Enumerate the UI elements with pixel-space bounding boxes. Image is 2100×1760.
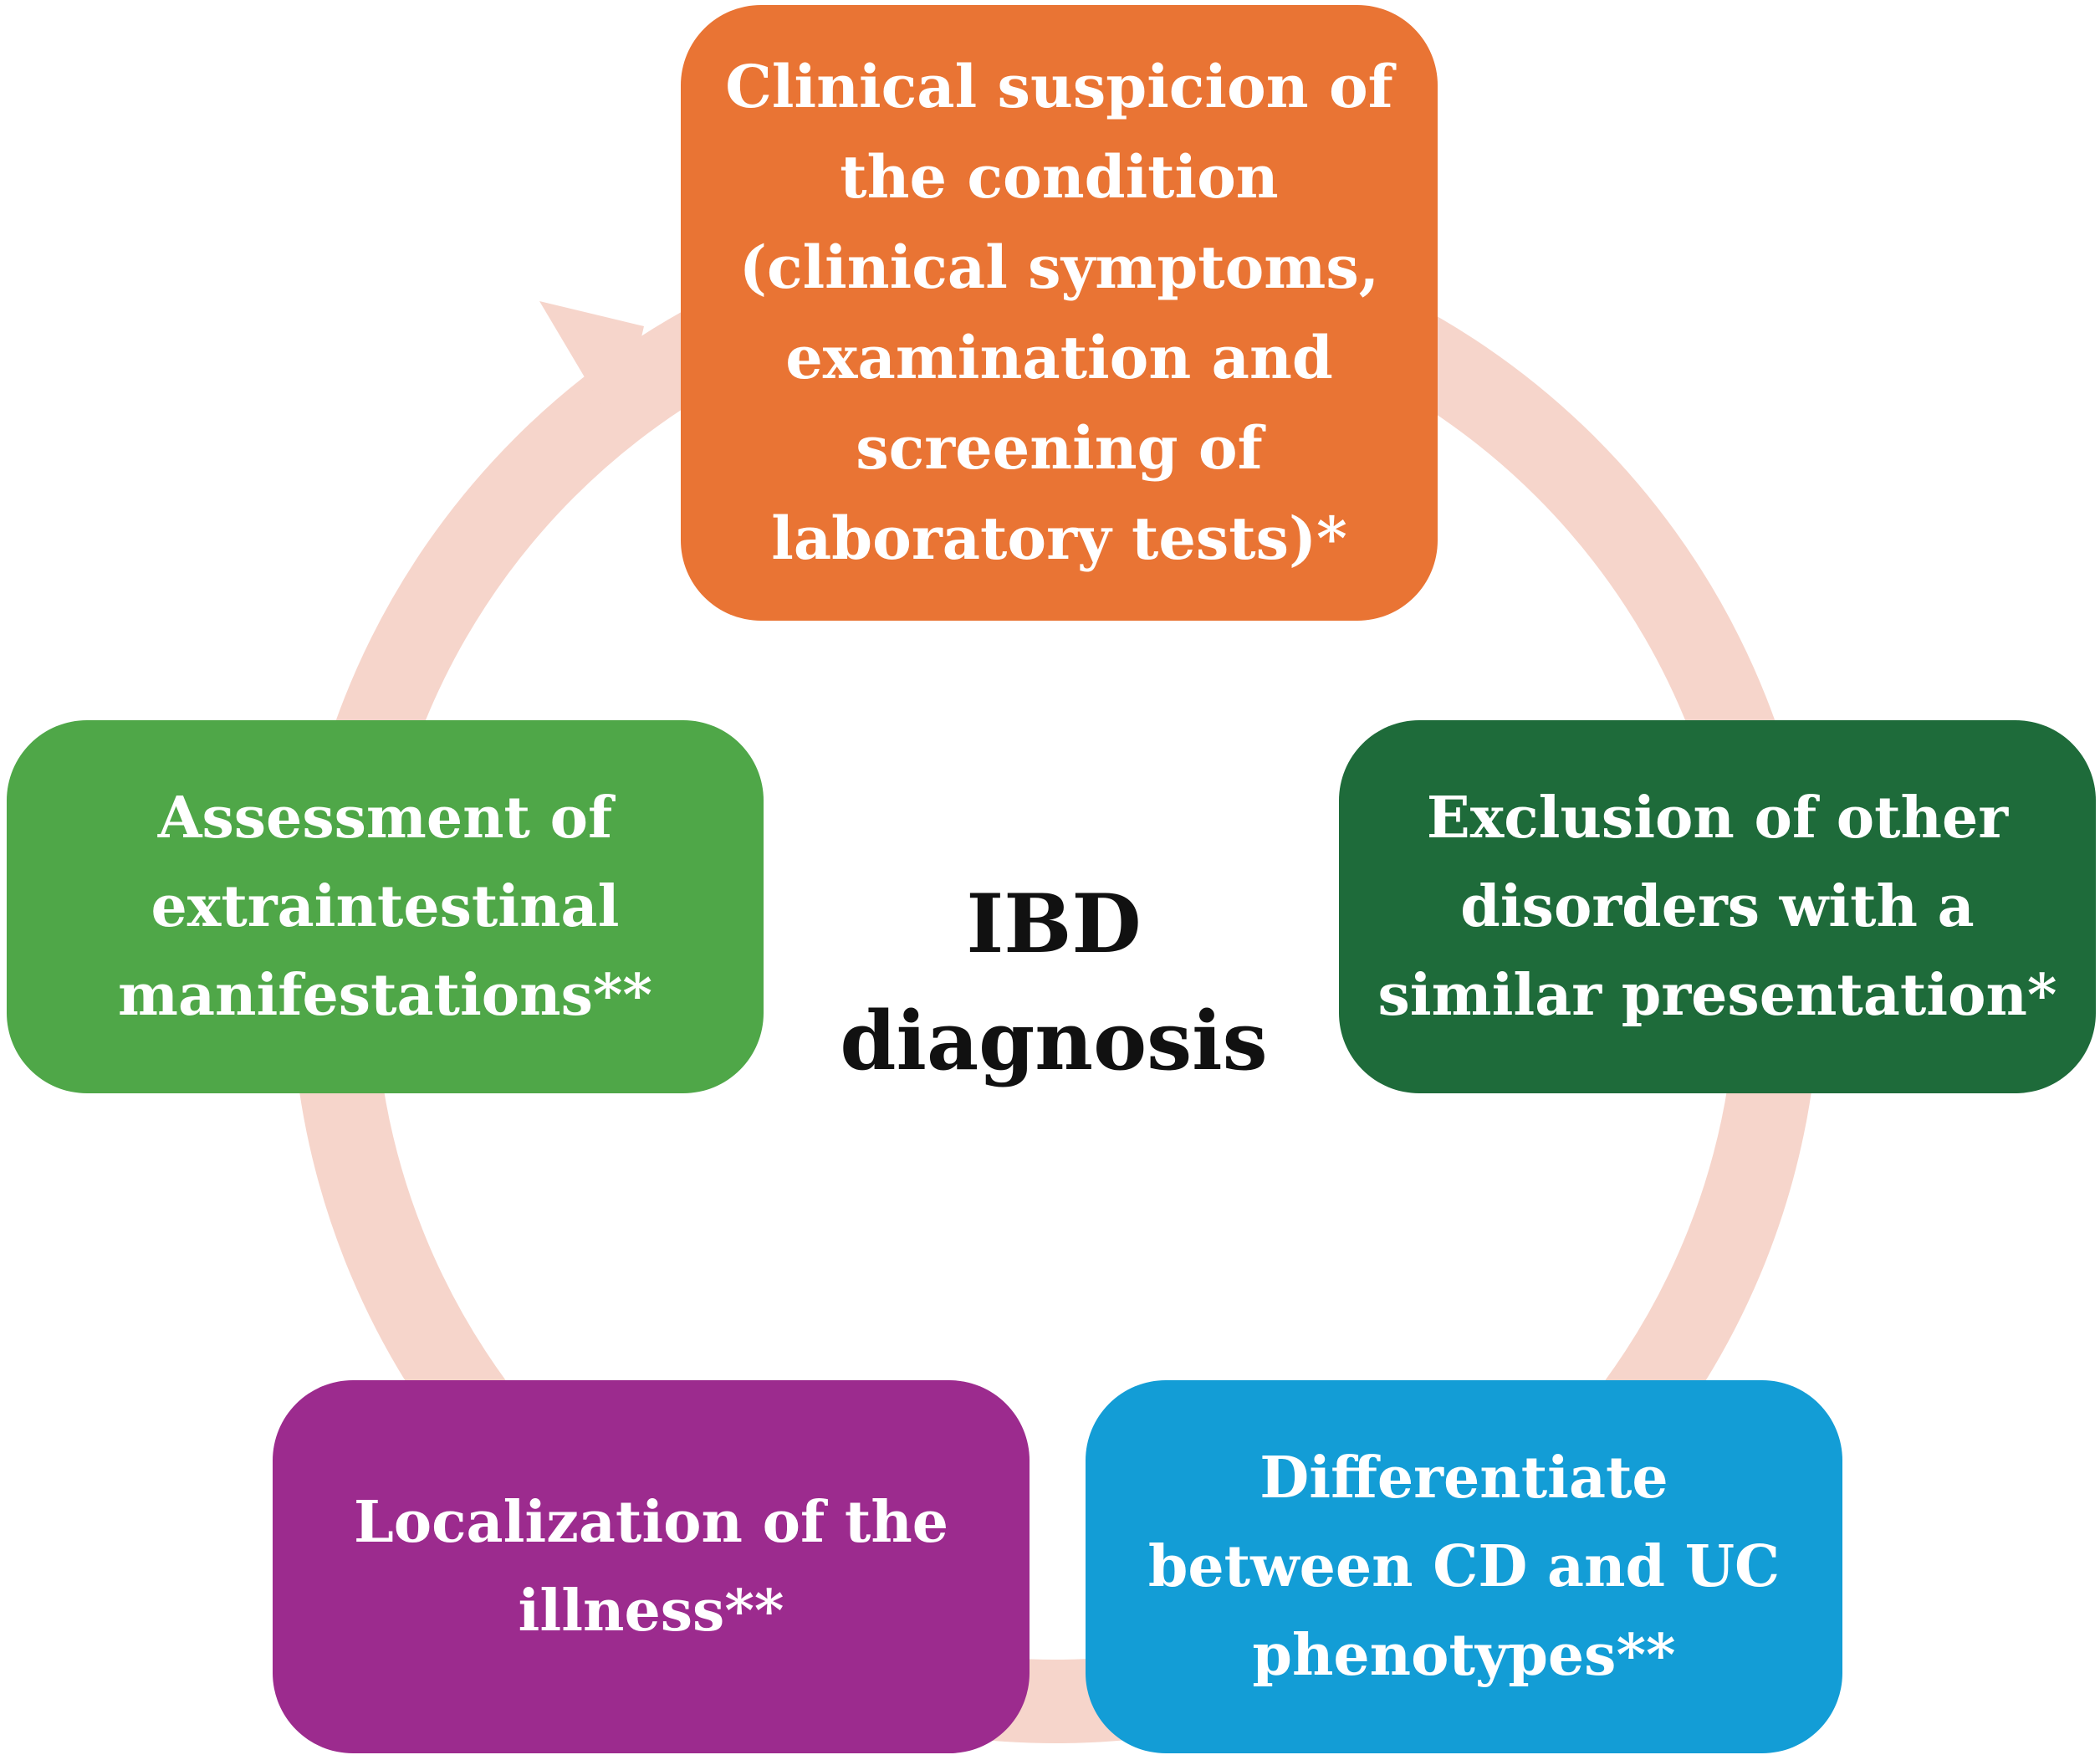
ring-arrowhead [539, 301, 644, 435]
step-extraintestinal-assessment-label: Assessment of extraintestinal manifestat… [118, 785, 652, 1029]
step-exclusion-of-disorders: Exclusion of other disorders with a simi… [1339, 720, 2096, 1093]
step-localization-of-illness: Localization of the illness** [273, 1380, 1030, 1753]
step-differentiate-cd-uc-label: Differentiate between CD and UC phenotyp… [1147, 1445, 1781, 1689]
center-title: IBD diagnosis [840, 877, 1268, 1088]
step-extraintestinal-assessment: Assessment of extraintestinal manifestat… [7, 720, 764, 1093]
step-localization-of-illness-label: Localization of the illness** [353, 1489, 949, 1645]
step-differentiate-cd-uc: Differentiate between CD and UC phenotyp… [1086, 1380, 1842, 1753]
step-exclusion-of-disorders-label: Exclusion of other disorders with a simi… [1377, 785, 2057, 1029]
step-clinical-suspicion-label: Clinical suspicion of the condition (cli… [725, 52, 1393, 573]
step-clinical-suspicion: Clinical suspicion of the condition (cli… [681, 5, 1438, 621]
